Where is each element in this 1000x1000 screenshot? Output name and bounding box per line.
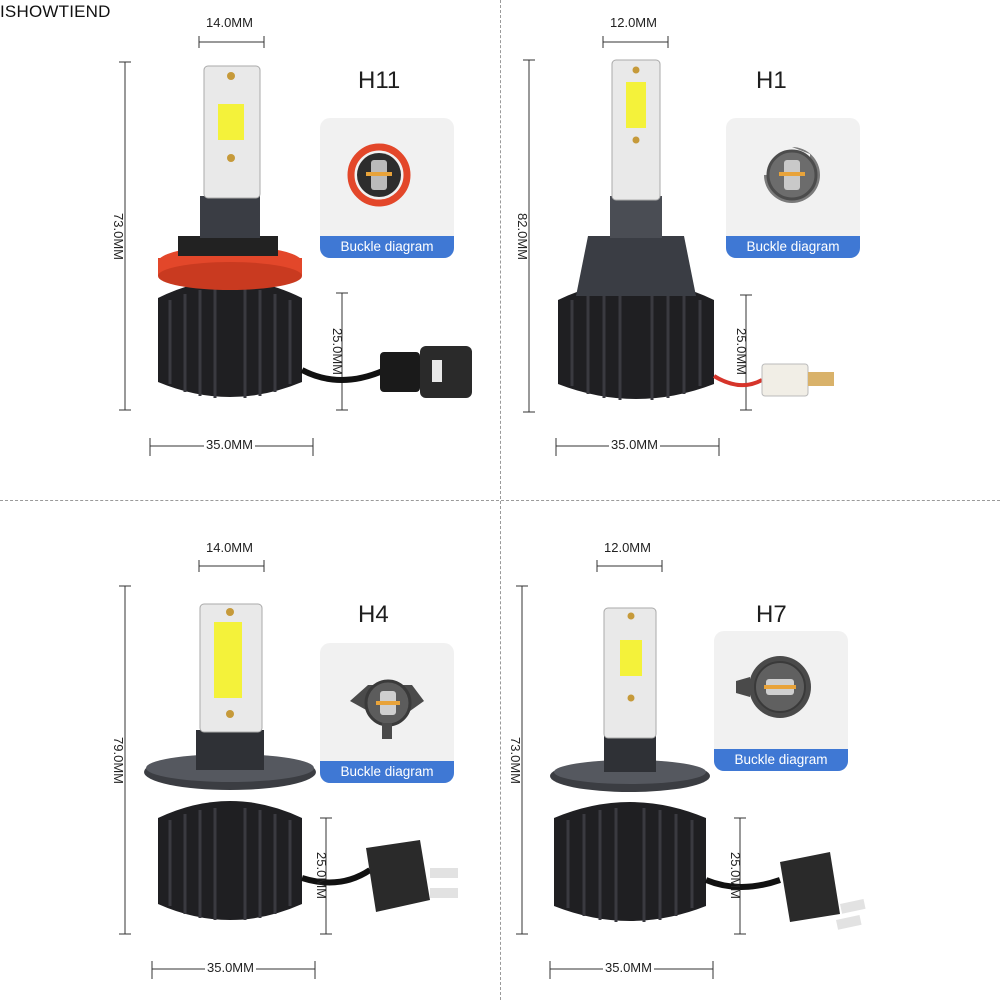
h1-top-width-label: 12.0MM <box>610 15 657 30</box>
h1-height-label: 82.0MM <box>514 213 530 260</box>
h4-base-height-label: 25.0MM <box>313 852 329 899</box>
h7-base-height-label: 25.0MM <box>727 852 743 899</box>
h1-base-height-label: 25.0MM <box>733 328 749 375</box>
h1-model-label: H1 <box>756 67 787 94</box>
h7-model-label: H7 <box>756 601 787 628</box>
panel-h11: 14.0MM H11 73.0MM 25.0MM 35.0MM Buckle d… <box>0 0 500 500</box>
h7-top-width-label: 12.0MM <box>604 540 651 555</box>
h11-base-height-label: 25.0MM <box>329 328 345 375</box>
brand-watermark: ISHOWTIEND <box>0 2 111 21</box>
h11-buckle-badge: Buckle diagram <box>320 236 454 258</box>
h4-buckle-badge: Buckle diagram <box>320 761 454 783</box>
h1-buckle-badge: Buckle diagram <box>726 236 860 258</box>
h4-base-width-label: 35.0MM <box>205 960 256 975</box>
h11-base-width-label: 35.0MM <box>204 437 255 452</box>
h7-socket-icon <box>736 656 811 718</box>
h11-bulb-illustration <box>119 36 472 456</box>
h4-socket-icon <box>350 679 424 739</box>
panel-h1: 12.0MM H1 82.0MM 25.0MM 35.0MM Buckle di… <box>500 0 1000 500</box>
h1-bulb-illustration <box>523 36 834 456</box>
horizontal-divider <box>0 500 1000 501</box>
h11-height-label: 73.0MM <box>110 213 126 260</box>
h11-buckle-card: Buckle diagram <box>320 118 454 258</box>
h11-socket-icon <box>347 143 411 207</box>
panel-h7: 12.0MM H7 73.0MM 25.0MM 35.0MM Buckle di… <box>500 500 1000 1000</box>
panel-h4: 14.0MM H4 79.0MM 25.0MM 35.0MM Buckle di… <box>0 500 500 1000</box>
h4-top-width-label: 14.0MM <box>206 540 253 555</box>
h7-buckle-badge: Buckle diagram <box>714 749 848 771</box>
h1-base-width-label: 35.0MM <box>609 437 660 452</box>
h7-bulb-illustration <box>516 560 866 979</box>
h4-buckle-card: Buckle diagram <box>320 643 454 783</box>
h4-bulb-illustration <box>119 560 458 979</box>
h4-model-label: H4 <box>358 601 389 628</box>
h4-height-label: 79.0MM <box>110 737 126 784</box>
h1-socket-icon <box>764 147 820 203</box>
h11-top-width-label: 14.0MM <box>206 15 253 30</box>
h7-base-width-label: 35.0MM <box>603 960 654 975</box>
h7-height-label: 73.0MM <box>507 737 523 784</box>
h11-model-label: H11 <box>358 67 401 94</box>
h1-buckle-card: Buckle diagram <box>726 118 860 258</box>
h7-buckle-card: Buckle diagram <box>714 631 848 771</box>
